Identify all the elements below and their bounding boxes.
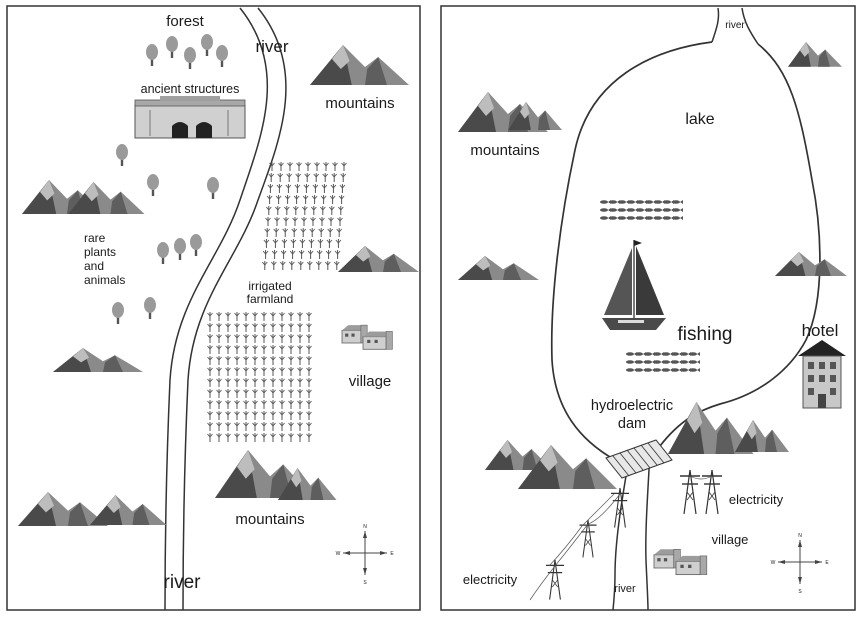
rare-label-3: and — [84, 259, 104, 273]
scattered-trees — [116, 144, 219, 199]
rare-label-2: plants — [84, 245, 116, 259]
river-label-top: river — [725, 20, 745, 31]
mountain-group-dam-right — [668, 402, 789, 454]
mountains-label-top: mountains — [325, 95, 394, 112]
power-lines — [529, 469, 723, 601]
hotel-icon — [798, 340, 846, 409]
hydroelectric-dam-icon — [605, 439, 673, 479]
compass-w-label: W — [771, 560, 776, 566]
village-label: village — [349, 373, 392, 390]
hydroelectric-label-2: dam — [618, 416, 646, 432]
irrigated-farmland-upper — [261, 161, 347, 271]
fishing-label: fishing — [678, 324, 733, 345]
compass-n-label: N — [798, 533, 802, 539]
left-map-frame — [6, 5, 421, 611]
compass-rose-right: N S E W — [771, 533, 830, 595]
rare-label-4: animals — [84, 273, 125, 287]
irrigated-label-2: farmland — [247, 292, 294, 306]
left-map: N S E W forest river ancient structures … — [6, 5, 421, 611]
mountain-group-top-right — [788, 42, 842, 67]
compass-n-label: N — [363, 524, 367, 530]
irrigated-farmland-lower — [207, 311, 312, 443]
village-label: village — [712, 532, 749, 547]
mountain-group-right — [775, 252, 847, 276]
river-inflow — [711, 7, 759, 45]
mountain-group-top-left — [458, 92, 562, 132]
irrigated-label-1: irrigated — [248, 279, 291, 293]
hydroelectric-label-1: hydroelectric — [591, 398, 673, 414]
sailboat-icon — [602, 240, 666, 330]
mountain-group-bottom-left — [18, 492, 167, 526]
compass-s-label: S — [363, 580, 367, 586]
forest-trees — [146, 34, 228, 69]
village-icon — [653, 548, 708, 576]
mountain-group-top-left — [22, 180, 145, 214]
electricity-label-right: electricity — [729, 492, 784, 507]
mountain-group-left-mid — [53, 348, 143, 372]
mountain-group-right — [338, 246, 419, 272]
compass-w-label: W — [336, 551, 341, 557]
river-outflow — [612, 451, 651, 611]
forest-label: forest — [166, 13, 204, 30]
compass-e-label: E — [825, 560, 829, 566]
river — [164, 7, 287, 611]
compass-e-label: E — [390, 551, 394, 557]
mountains-label-bottom: mountains — [235, 511, 304, 528]
river-label-bottom: river — [614, 583, 636, 595]
mountain-group-left — [458, 256, 539, 280]
mountain-group-bottom — [215, 450, 337, 500]
river-label-bottom: river — [164, 572, 202, 593]
mountain-group-top-right — [310, 45, 409, 85]
compass-s-label: S — [798, 589, 802, 595]
lake-label: lake — [685, 111, 714, 128]
rare-label-1: rare — [84, 231, 106, 245]
right-map: N S E W river lake mountains fishing hot… — [440, 5, 856, 611]
lake-outline — [550, 41, 821, 461]
mountains-label: mountains — [470, 142, 539, 159]
fish-school-upper — [600, 200, 683, 220]
village-icon — [341, 324, 393, 350]
hotel-label: hotel — [802, 321, 839, 340]
ancient-structures-label: ancient structures — [141, 82, 240, 96]
electricity-label-left: electricity — [463, 572, 518, 587]
rare-plants-trees — [112, 234, 202, 324]
compass-rose-left: N S E W — [336, 524, 395, 586]
river-label-top: river — [255, 37, 288, 56]
fish-school-lower — [626, 352, 700, 372]
ancient-structures-icon — [134, 96, 246, 139]
